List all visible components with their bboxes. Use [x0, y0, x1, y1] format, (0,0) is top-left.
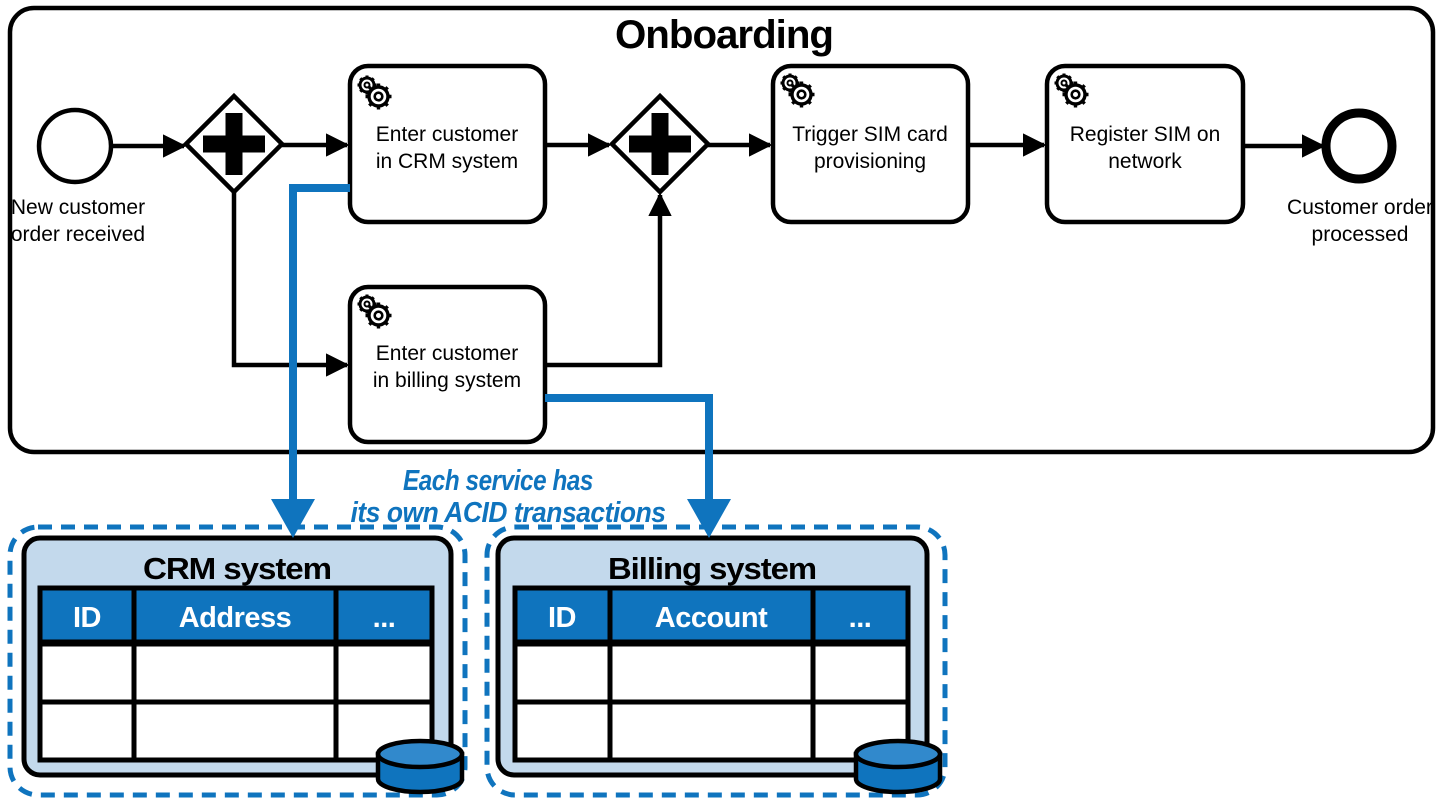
service-boundary-dashed	[7, 524, 468, 798]
end-event-label-line2: processed	[1312, 223, 1409, 246]
service-boundary-dashed	[484, 524, 948, 798]
task-label-line2: provisioning	[814, 150, 926, 173]
crm-table: ID Address ...	[37, 585, 435, 763]
crm-system-panel: CRM system ID Address ...	[7, 524, 468, 798]
end-event	[1321, 108, 1397, 184]
task-enter-customer-billing: Enter customer in billing system	[347, 284, 548, 445]
database-cylinder-icon	[853, 738, 943, 795]
start-event	[36, 107, 114, 185]
process-title: Onboarding	[615, 13, 833, 57]
task-label-line2: in CRM system	[376, 150, 518, 173]
crm-column-id: ID	[73, 602, 101, 634]
annotation-line1: Each service has	[403, 465, 593, 497]
task-enter-customer-crm: Enter customer in CRM system	[347, 63, 548, 225]
end-event-label-line1: Customer order	[1287, 196, 1433, 219]
database-cylinder-icon	[375, 738, 465, 795]
parallel-gateway-split	[182, 92, 286, 196]
task-register-sim-network: Register SIM on network	[1044, 63, 1246, 225]
task-label-line2: in billing system	[373, 369, 521, 392]
plus-icon	[629, 113, 691, 175]
plus-icon	[203, 113, 265, 175]
annotation-line2: its own ACID transactions	[351, 497, 666, 529]
billing-column-id: ID	[548, 602, 576, 634]
task-label-line1: Enter customer	[376, 123, 518, 146]
task-trigger-sim-provisioning: Trigger SIM card provisioning	[770, 63, 971, 225]
task-label-line2: network	[1108, 150, 1182, 173]
crm-transaction-arrow	[271, 184, 350, 538]
billing-table: ID Account ...	[512, 585, 911, 763]
task-label-line1: Enter customer	[376, 342, 518, 365]
billing-system-title: Billing system	[608, 551, 816, 586]
start-event-label-line1: New customer	[11, 196, 145, 219]
sequence-flow-gateway1-to-billing-task	[231, 192, 350, 377]
parallel-gateway-join	[608, 92, 712, 196]
crm-column-address: Address	[179, 602, 292, 634]
task-label-line1: Trigger SIM card	[792, 123, 948, 146]
task-label-line1: Register SIM on	[1070, 123, 1221, 146]
crm-column-more: ...	[373, 602, 396, 634]
billing-system-panel: Billing system ID Account ...	[484, 524, 948, 798]
sequence-flow-billing-task-to-gateway2	[545, 192, 672, 368]
start-event-label-line2: order received	[11, 223, 145, 246]
crm-system-title: CRM system	[143, 551, 331, 586]
billing-column-more: ...	[849, 602, 872, 634]
billing-transaction-arrow	[545, 394, 731, 538]
billing-column-account: Account	[655, 602, 768, 634]
